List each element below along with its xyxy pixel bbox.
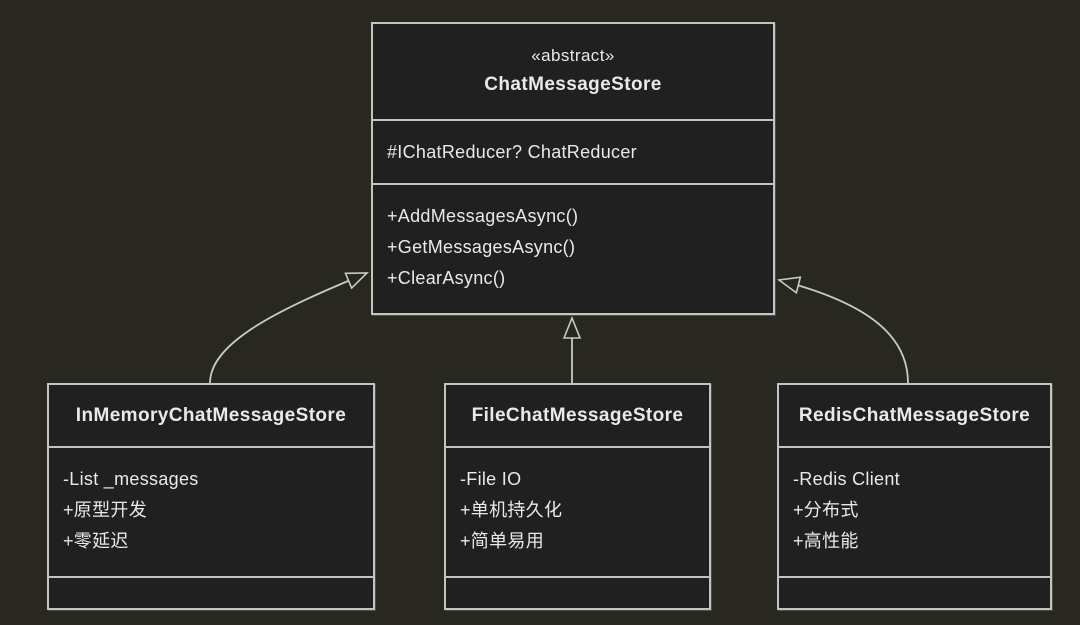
class-attribute: -File IO (460, 469, 522, 489)
class-attribute: +原型开发 (63, 500, 148, 520)
class-box-inmemorychatmessagestore: InMemoryChatMessageStore -List _messages… (47, 383, 375, 610)
class-box-chatmessagestore: «abstract» ChatMessageStore #IChatReduce… (371, 22, 775, 315)
class-title-compartment: RedisChatMessageStore (779, 385, 1050, 446)
class-title-compartment: «abstract» ChatMessageStore (373, 24, 773, 119)
class-attribute: +简单易用 (460, 531, 545, 551)
class-methods-compartment-empty (446, 576, 709, 608)
class-methods-compartment-empty (49, 576, 373, 608)
generalization-arrow-redis (776, 276, 909, 384)
class-method: +GetMessagesAsync() (387, 237, 576, 257)
class-attribute: +零延迟 (63, 531, 129, 551)
class-attributes-compartment: -List _messages +原型开发 +零延迟 (49, 446, 373, 576)
class-method: +ClearAsync() (387, 268, 506, 288)
class-stereotype: «abstract» (531, 45, 615, 65)
generalization-arrow-inmemory (209, 272, 369, 384)
class-box-filechatmessagestore: FileChatMessageStore -File IO +单机持久化 +简单… (444, 383, 711, 610)
class-attribute: +分布式 (793, 500, 859, 520)
class-title-compartment: InMemoryChatMessageStore (49, 385, 373, 446)
class-attribute: -List _messages (63, 469, 199, 489)
class-method: +AddMessagesAsync() (387, 206, 579, 226)
class-attribute: +高性能 (793, 531, 859, 551)
class-title-compartment: FileChatMessageStore (446, 385, 709, 446)
class-attribute: -Redis Client (793, 469, 900, 489)
class-name: ChatMessageStore (484, 73, 662, 95)
class-attributes-compartment: -Redis Client +分布式 +高性能 (779, 446, 1050, 576)
class-name: RedisChatMessageStore (798, 404, 1031, 426)
class-attributes-compartment: #IChatReducer? ChatReducer (373, 119, 773, 183)
class-name: InMemoryChatMessageStore (75, 404, 347, 426)
class-methods-compartment-empty (779, 576, 1050, 608)
class-attribute: +单机持久化 (460, 500, 563, 520)
class-attribute: #IChatReducer? ChatReducer (387, 141, 637, 162)
class-name: FileChatMessageStore (471, 404, 684, 426)
class-attributes-compartment: -File IO +单机持久化 +简单易用 (446, 446, 709, 576)
class-methods-compartment: +AddMessagesAsync() +GetMessagesAsync() … (373, 183, 773, 311)
class-box-redischatmessagestore: RedisChatMessageStore -Redis Client +分布式… (777, 383, 1052, 610)
